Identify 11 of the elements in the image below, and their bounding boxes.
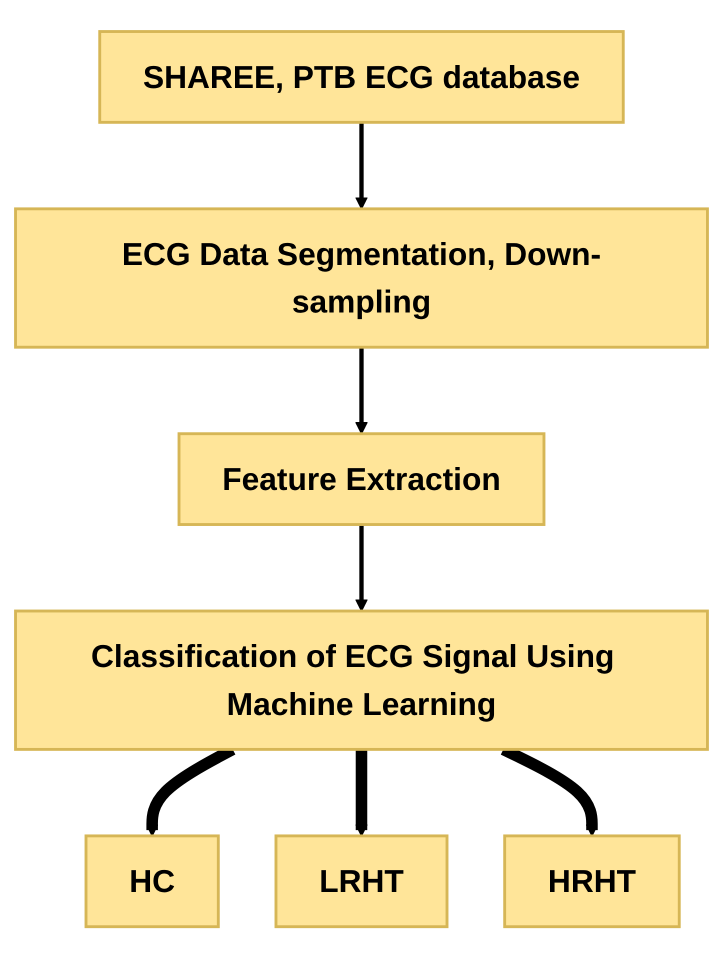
arrow — [355, 524, 368, 612]
arrow — [355, 122, 368, 210]
node-box: HRHT — [503, 834, 681, 928]
node-box: SHAREE, PTB ECG database — [98, 30, 625, 124]
arrow — [355, 749, 368, 836]
node-box: Feature Extraction — [178, 432, 546, 526]
node-box: Classification of ECG Signal Using Machine Learning — [14, 609, 709, 751]
arrow — [355, 347, 368, 434]
node-box: HC — [84, 834, 220, 928]
node-box: ECG Data Segmentation, Down-sampling — [14, 207, 709, 349]
node-box: LRHT — [274, 834, 448, 928]
